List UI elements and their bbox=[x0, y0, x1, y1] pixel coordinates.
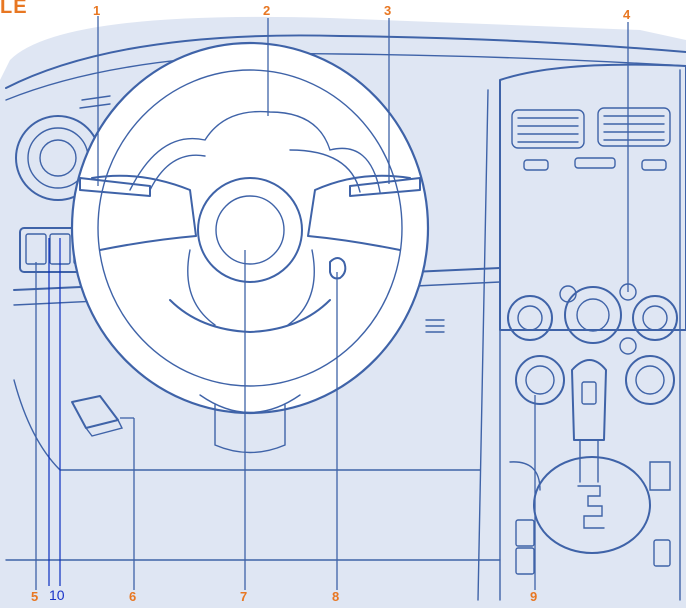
steering-wheel-icon bbox=[70, 41, 430, 415]
callout-3: 3 bbox=[384, 3, 392, 18]
air-vent-icon bbox=[511, 107, 671, 171]
callout-4: 4 bbox=[623, 7, 631, 22]
callout-1: 1 bbox=[93, 3, 101, 18]
callout-5: 5 bbox=[31, 589, 39, 604]
callout-8: 8 bbox=[332, 589, 340, 604]
page-title: LE bbox=[0, 0, 28, 18]
dashboard-top-edge bbox=[5, 34, 686, 89]
callout-10: 10 bbox=[49, 587, 65, 603]
hood-release-lever bbox=[71, 395, 124, 437]
climate-control-dials bbox=[507, 283, 678, 405]
callout-6: 6 bbox=[129, 589, 137, 604]
callout-2: 2 bbox=[263, 3, 271, 18]
gear-lever-icon bbox=[533, 359, 651, 554]
callout-9: 9 bbox=[530, 589, 538, 604]
callout-7: 7 bbox=[240, 589, 248, 604]
